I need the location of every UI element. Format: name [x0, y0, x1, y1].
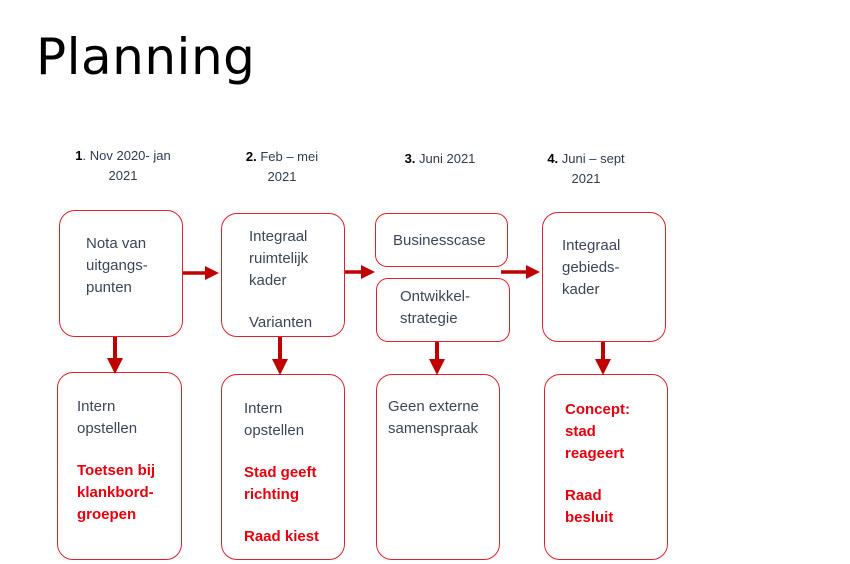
box-line: opstellen	[77, 420, 138, 437]
box-line-bold: groepen	[77, 506, 137, 523]
phase-period: Juni 2021	[415, 151, 476, 166]
box-line: samenspraak	[388, 420, 479, 437]
box-businesscase: Businesscase	[375, 213, 508, 267]
page-title: Planning	[36, 28, 256, 86]
box-line: Integraal	[562, 237, 621, 254]
phase-year: 2021	[267, 169, 297, 184]
box-line-bold: stad	[565, 423, 596, 440]
phase-number: 2.	[245, 149, 257, 164]
box-line: Businesscase	[393, 232, 486, 249]
phase-year: 2021	[571, 171, 601, 186]
phase-period: Juni – sept	[558, 151, 625, 166]
box-nota-van-uitgangspunten: Nota van uitgangs- punten	[59, 210, 183, 337]
box-line-bold: Toetsen bij	[77, 462, 156, 479]
box-line: Geen externe	[388, 398, 479, 415]
phase-header-2: 2. Feb – mei 2021	[222, 147, 342, 187]
box-concept-raad-besluit: Concept: stad reageert Raad besluit	[544, 374, 668, 560]
box-integraal-gebiedskader: Integraal gebieds- kader	[542, 212, 666, 342]
phase-header-3: 3. Juni 2021	[380, 149, 500, 169]
box-line: Intern	[77, 398, 116, 415]
box-line: strategie	[400, 310, 458, 327]
box-integraal-ruimtelijk-kader: Integraal ruimtelijk kader Varianten	[221, 213, 345, 337]
box-line-bold: besluit	[565, 509, 614, 526]
box-line: Integraal	[249, 228, 308, 245]
box-geen-externe-samenspraak: Geen externe samenspraak	[376, 374, 500, 560]
phase-number: 4.	[547, 151, 559, 166]
box-line: uitgangs-	[86, 257, 148, 274]
box-intern-opstellen-2: Intern opstellen Stad geeft richting Raa…	[221, 374, 345, 560]
box-line: Nota van	[86, 235, 147, 252]
box-line-bold: Raad	[565, 487, 602, 504]
phase-period: . Nov 2020- jan	[82, 148, 171, 163]
box-line-bold: klankbord-	[77, 484, 154, 501]
box-line-bold: Raad kiest	[244, 528, 320, 545]
box-line: gebieds-	[562, 259, 620, 276]
phase-header-4: 4. Juni – sept 2021	[526, 149, 646, 189]
box-line-bold: richting	[244, 486, 299, 503]
phase-number: 3.	[404, 151, 416, 166]
phase-header-1: 1. Nov 2020- jan 2021	[58, 146, 188, 186]
box-line: Varianten	[249, 314, 313, 331]
phase-year: 2021	[108, 168, 138, 183]
box-line-bold: reageert	[565, 445, 625, 462]
box-ontwikkelstrategie: Ontwikkel- strategie	[376, 278, 510, 342]
box-line-bold: Stad geeft	[244, 464, 317, 481]
phase-number: 1	[75, 148, 83, 163]
box-line: opstellen	[244, 422, 305, 439]
box-line: kader	[562, 281, 600, 298]
box-intern-opstellen-1: Intern opstellen Toetsen bij klankbord- …	[57, 372, 182, 560]
box-line: kader	[249, 272, 287, 289]
box-line: Ontwikkel-	[400, 288, 471, 305]
box-line: ruimtelijk	[249, 250, 309, 267]
box-line: Intern	[244, 400, 283, 417]
box-line: punten	[86, 279, 132, 296]
phase-period: Feb – mei	[256, 149, 319, 164]
box-line-bold: Concept:	[565, 401, 630, 418]
